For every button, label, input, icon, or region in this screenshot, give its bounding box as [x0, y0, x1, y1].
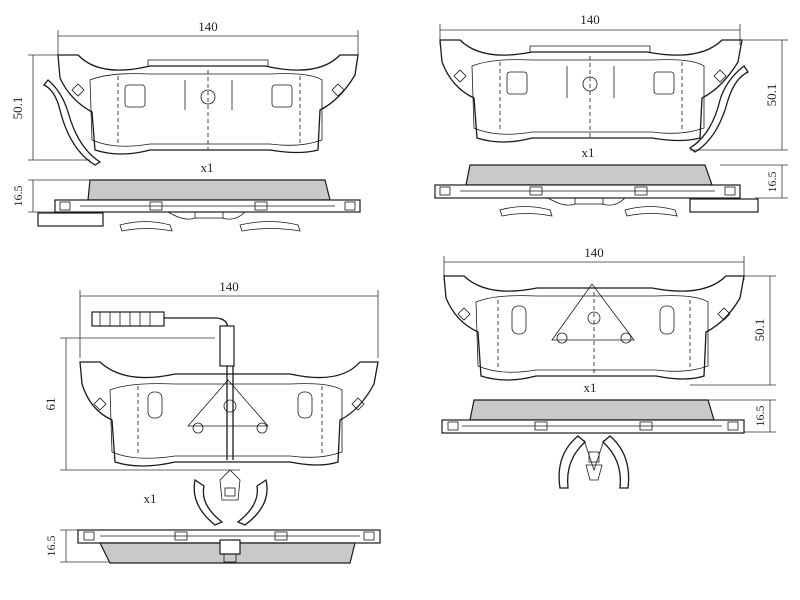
- height-label: 61: [43, 398, 58, 411]
- retaining-clip: [558, 435, 630, 489]
- quantity-label: x1: [201, 160, 214, 175]
- view-bottom-left: 140 61: [43, 279, 381, 564]
- pad-front-view: [42, 54, 359, 166]
- pad-side-view: [37, 179, 361, 232]
- friction-material: [465, 164, 713, 186]
- wear-sensor: [91, 311, 235, 460]
- dimension-height: 50.1: [690, 39, 788, 151]
- dimension-width: 140: [79, 279, 379, 358]
- backing-plate: [441, 419, 745, 434]
- view-top-right: 140 50.1 x1 16: [434, 12, 788, 217]
- friction-material: [469, 399, 715, 421]
- pad-front-view: [443, 275, 745, 381]
- height-label: 50.1: [10, 97, 25, 120]
- width-label: 140: [198, 19, 218, 34]
- pad-side-view: [77, 529, 381, 564]
- quantity-label: x1: [584, 380, 597, 395]
- dimension-width: 140: [443, 245, 745, 280]
- friction-material: [87, 179, 331, 201]
- thickness-label: 16.5: [11, 186, 25, 207]
- dimension-width: 140: [439, 12, 741, 45]
- width-label: 140: [584, 245, 604, 260]
- dimension-thickness: 16.5: [720, 164, 788, 199]
- pad-side-view: [434, 164, 759, 217]
- pad-side-view: [441, 399, 745, 434]
- backing-plate: [434, 184, 741, 199]
- width-label: 140: [580, 12, 600, 27]
- height-label: 50.1: [764, 84, 779, 107]
- dimension-width: 140: [57, 19, 359, 55]
- pad-front-view: [439, 39, 749, 153]
- view-top-left: 140 50.1 x1: [10, 19, 361, 232]
- retaining-clip: [193, 469, 268, 526]
- dimension-height: 61: [43, 337, 240, 471]
- dimension-thickness: 16.5: [11, 179, 90, 213]
- quantity-label: x1: [144, 491, 157, 506]
- thickness-label: 16.5: [753, 406, 767, 427]
- thickness-label: 16.5: [765, 172, 779, 193]
- width-label: 140: [219, 279, 239, 294]
- height-label: 50.1: [752, 319, 767, 342]
- pad-front-view: [79, 361, 379, 467]
- quantity-label: x1: [582, 145, 595, 160]
- dimension-height: 50.1: [10, 54, 90, 161]
- dimension-thickness: 16.5: [700, 399, 776, 433]
- view-bottom-right: 140 50.1 x1 16.5: [441, 245, 776, 489]
- dimension-height: 50.1: [690, 275, 776, 386]
- thickness-label: 16.5: [44, 536, 58, 557]
